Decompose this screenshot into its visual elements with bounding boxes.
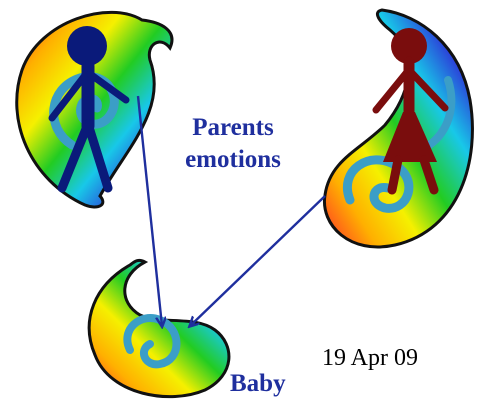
arrow-mother-to-baby bbox=[190, 196, 325, 326]
parents-emotions-label: Parents emotions bbox=[168, 112, 298, 176]
date-label: 19 Apr 09 bbox=[322, 345, 418, 372]
arrow-father-to-baby bbox=[138, 96, 162, 326]
baby-paisley-icon bbox=[89, 260, 229, 396]
parents-label-line1: Parents bbox=[168, 112, 298, 144]
parents-label-line2: emotions bbox=[168, 144, 298, 176]
baby-label: Baby bbox=[230, 370, 286, 398]
